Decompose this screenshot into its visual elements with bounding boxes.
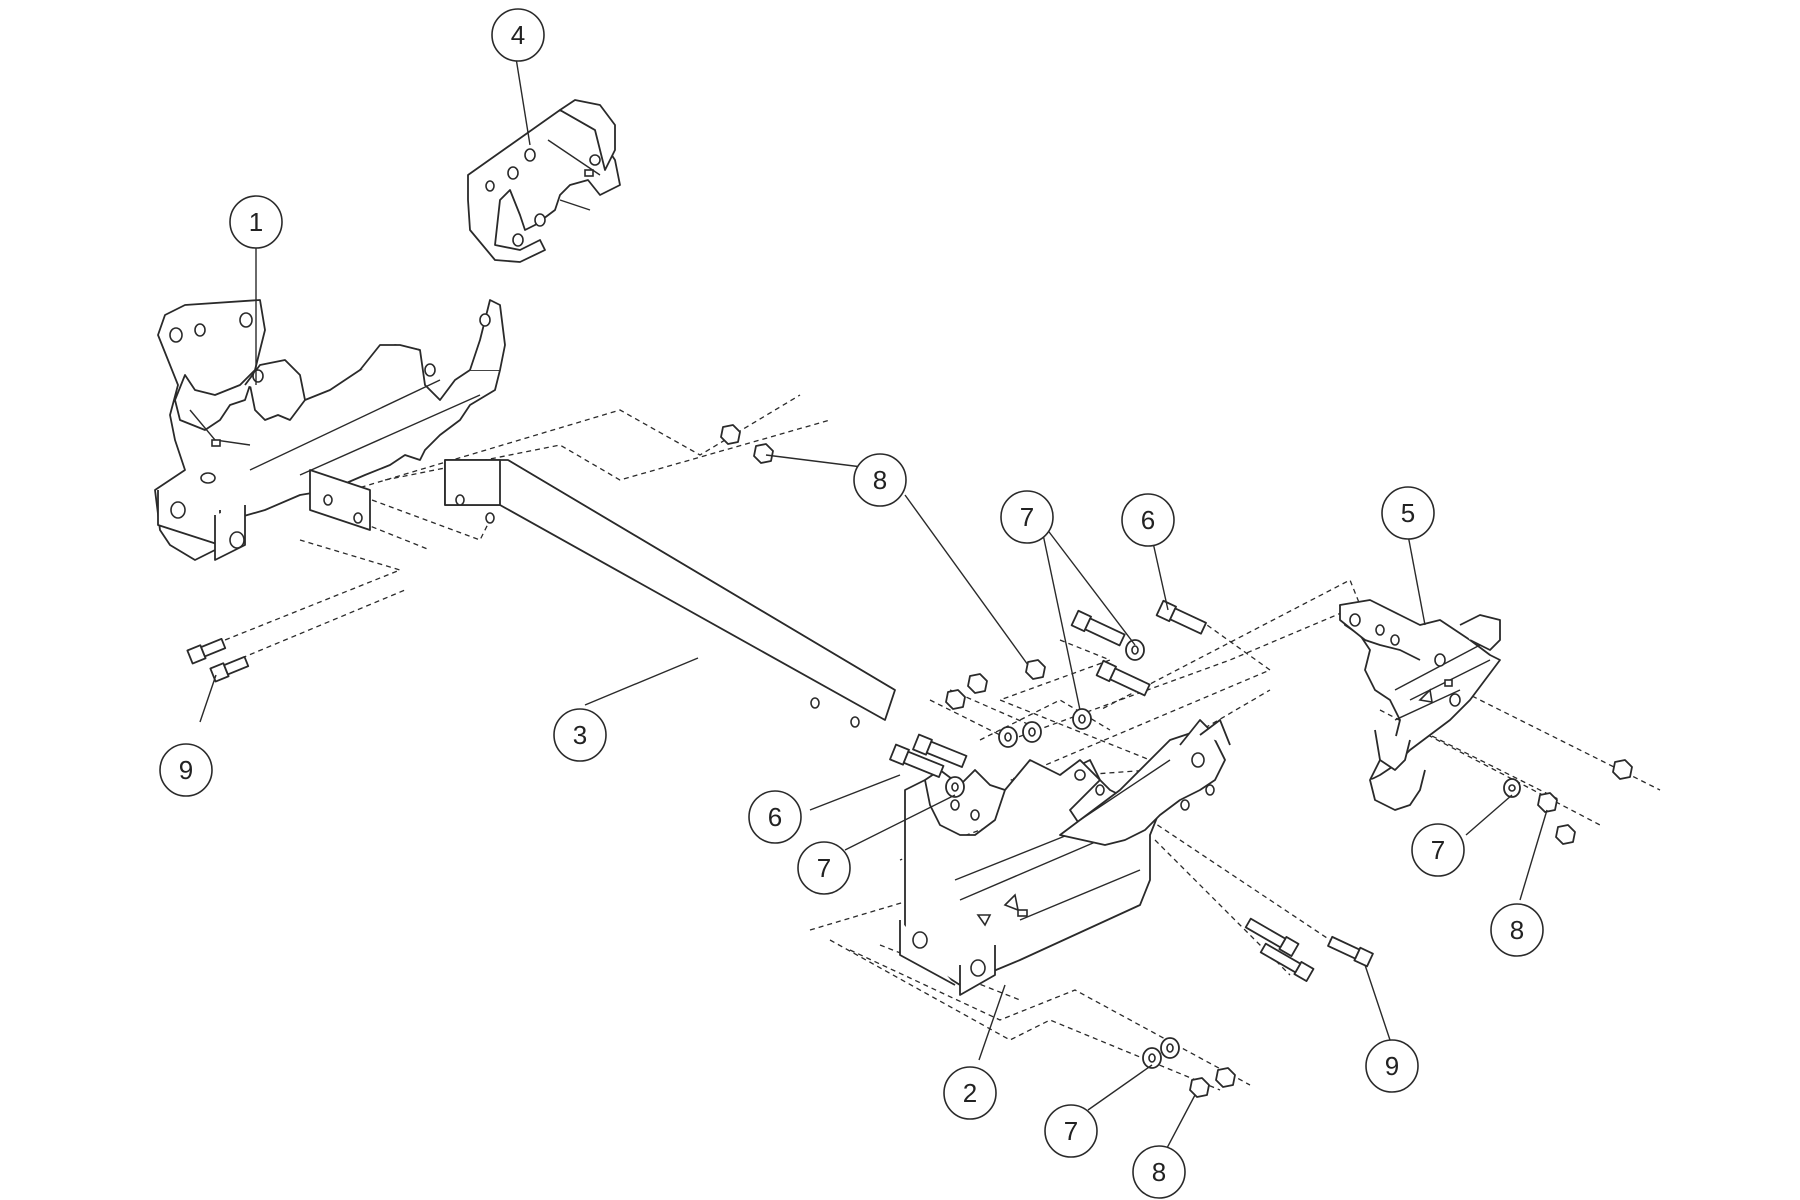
svg-text:9: 9 bbox=[179, 755, 193, 785]
fasteners bbox=[186, 424, 1633, 1098]
svg-text:7: 7 bbox=[1064, 1116, 1078, 1146]
callout-2: 2 bbox=[943, 1066, 997, 1120]
svg-text:8: 8 bbox=[873, 465, 887, 495]
callout-8-right: 8 bbox=[1490, 903, 1544, 957]
part-4-upper-bracket bbox=[467, 99, 621, 263]
leader-lines bbox=[199, 57, 1548, 1149]
bolt bbox=[1155, 599, 1207, 635]
callout-6-upper: 6 bbox=[1121, 493, 1175, 547]
svg-text:7: 7 bbox=[1020, 502, 1034, 532]
nuts bbox=[720, 424, 1633, 1098]
callout-9-right: 9 bbox=[1365, 1039, 1419, 1093]
svg-text:8: 8 bbox=[1152, 1157, 1166, 1187]
part-5-right-bracket bbox=[1339, 599, 1501, 811]
part-3-cross-tube bbox=[444, 459, 896, 728]
middle-connector-bracket bbox=[1059, 719, 1231, 846]
callout-1: 1 bbox=[229, 195, 283, 249]
callout-6-lower: 6 bbox=[748, 790, 802, 844]
bolt bbox=[1244, 917, 1300, 957]
svg-text:4: 4 bbox=[511, 20, 525, 50]
bolt bbox=[209, 655, 250, 683]
svg-text:5: 5 bbox=[1401, 498, 1415, 528]
washers bbox=[945, 639, 1521, 1069]
callout-7-right: 7 bbox=[1411, 823, 1465, 877]
bolt bbox=[889, 743, 945, 778]
callout-4: 4 bbox=[491, 8, 545, 62]
bolt bbox=[1070, 609, 1126, 647]
svg-text:1: 1 bbox=[249, 207, 263, 237]
bolt bbox=[1327, 935, 1374, 968]
callout-8-bottom: 8 bbox=[1132, 1145, 1186, 1199]
callout-9-left: 9 bbox=[159, 743, 213, 797]
bolt bbox=[1095, 659, 1151, 697]
svg-text:6: 6 bbox=[1141, 505, 1155, 535]
svg-text:2: 2 bbox=[963, 1078, 977, 1108]
callout-3: 3 bbox=[553, 708, 607, 762]
callouts: 1 2 3 4 5 6 6 7 bbox=[159, 8, 1544, 1199]
svg-text:7: 7 bbox=[1431, 835, 1445, 865]
callout-7-bottom: 7 bbox=[1044, 1104, 1098, 1158]
callout-7-left: 7 bbox=[797, 841, 851, 895]
part-1-left-frame-bracket bbox=[154, 299, 506, 561]
part-2-lower-center-bracket bbox=[899, 759, 1161, 996]
svg-text:8: 8 bbox=[1510, 915, 1524, 945]
bolt bbox=[912, 733, 968, 768]
svg-text:3: 3 bbox=[573, 720, 587, 750]
svg-text:9: 9 bbox=[1385, 1051, 1399, 1081]
bolt bbox=[186, 637, 227, 665]
bolt bbox=[1259, 942, 1315, 982]
callout-7-upper: 7 bbox=[1000, 490, 1054, 544]
callout-5: 5 bbox=[1381, 486, 1435, 540]
svg-text:6: 6 bbox=[768, 802, 782, 832]
callout-8-upper: 8 bbox=[853, 453, 907, 507]
svg-text:7: 7 bbox=[817, 853, 831, 883]
